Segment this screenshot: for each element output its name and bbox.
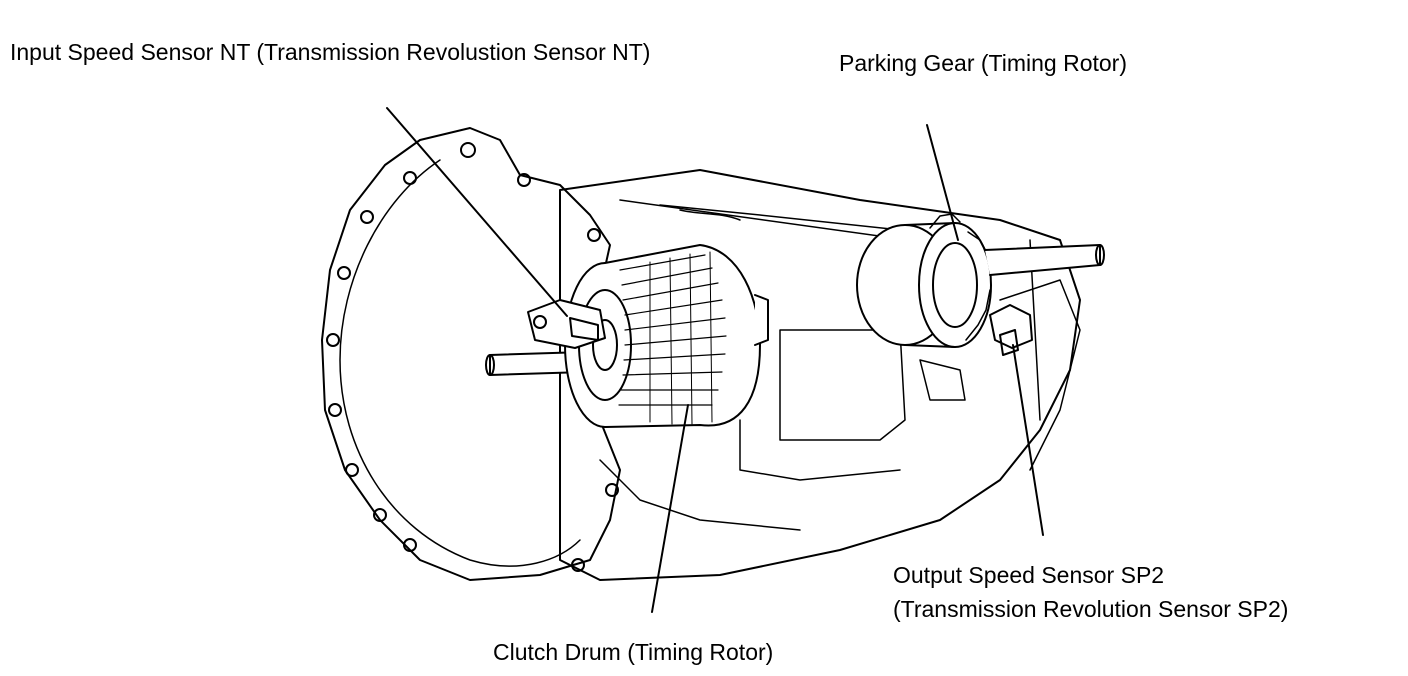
bell-housing [321, 127, 621, 581]
label-clutch-drum: Clutch Drum (Timing Rotor) [493, 639, 774, 665]
leader-parking-gear [926, 124, 959, 241]
label-output-speed-sensor-line2: (Transmission Revolution Sensor SP2) [893, 596, 1289, 622]
label-parking-gear: Parking Gear (Timing Rotor) [839, 50, 1128, 76]
parking-gear [856, 213, 1105, 348]
leader-clutch-drum [651, 404, 689, 613]
leader-output-speed-sensor [1012, 344, 1044, 536]
label-output-speed-sensor-line1: Output Speed Sensor SP2 [893, 562, 1165, 588]
label-input-speed-sensor: Input Speed Sensor NT (Transmission Revo… [10, 39, 651, 65]
leader-lines [386, 107, 1044, 613]
leader-input-speed-sensor [386, 107, 568, 317]
label-output-speed-sensor: Output Speed Sensor SP2 (Transmission Re… [893, 558, 1288, 626]
input-speed-sensor [527, 299, 606, 349]
output-speed-sensor [989, 304, 1033, 356]
clutch-drum [564, 244, 769, 428]
transmission-case [559, 169, 1081, 581]
